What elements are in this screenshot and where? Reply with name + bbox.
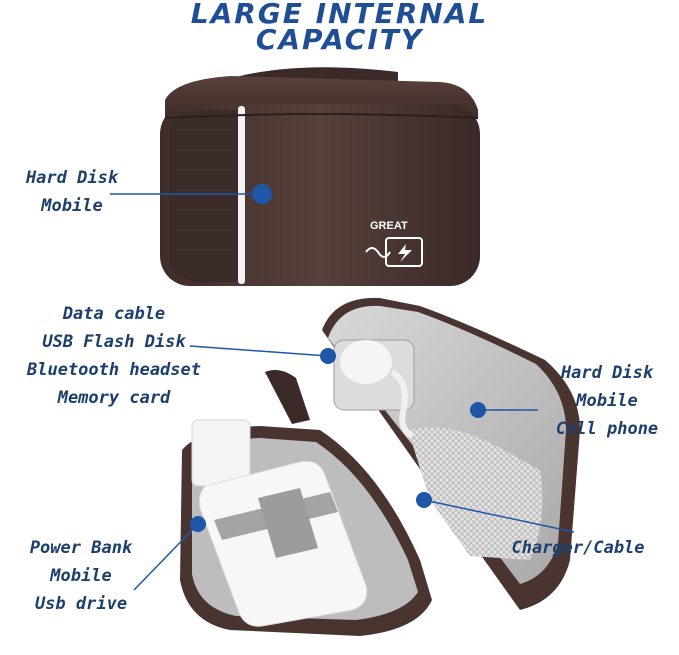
case-stripe <box>238 106 245 284</box>
callout-mid-left-line-3: Bluetooth headset <box>27 360 201 380</box>
page-title-line-2: CAPACITY <box>255 23 424 56</box>
callout-bottom-left-line-1: Power Bank <box>29 538 133 558</box>
mesh-pocket <box>408 427 543 560</box>
callout-top-left: Hard Disk Mobile <box>8 164 136 220</box>
cable-coil <box>390 369 414 439</box>
callout-top-left-line-1: Hard Disk <box>25 168 119 188</box>
callout-bottom-right: Charger/Cable <box>494 534 662 562</box>
case-side-panel <box>170 110 240 282</box>
brand-logo <box>365 237 423 267</box>
marker-bottom-left <box>190 516 206 532</box>
callout-bottom-right-line-1: Charger/Cable <box>511 538 645 558</box>
callout-right-line-3: Cell phone <box>555 419 659 439</box>
callout-top-left-line-2: Mobile <box>41 196 103 216</box>
closed-case <box>160 67 480 286</box>
callout-mid-left-line-1: Data cable <box>62 304 166 324</box>
brand-logo-text: GREAT <box>370 220 408 232</box>
callout-lines <box>110 184 575 591</box>
earbuds-case <box>340 340 392 384</box>
marker-bottom-right <box>416 492 432 508</box>
callout-mid-left: Data cable USB Flash Disk Bluetooth head… <box>6 300 222 412</box>
callout-mid-left-line-4: Memory card <box>57 388 171 408</box>
callout-right: Hard Disk Mobile Cell phone <box>542 359 672 443</box>
callout-bottom-left-line-2: Mobile <box>50 566 112 586</box>
marker-right <box>470 402 486 418</box>
marker-mid-left <box>320 348 336 364</box>
callout-right-line-1: Hard Disk <box>560 363 654 383</box>
open-case <box>180 297 580 636</box>
page-title-line-1: LARGE INTERNAL <box>190 0 489 30</box>
callout-mid-left-line-2: USB Flash Disk <box>42 332 186 352</box>
callout-bottom-left-line-3: Usb drive <box>34 594 128 614</box>
callout-bottom-left: Power Bank Mobile Usb drive <box>8 534 154 618</box>
marker-top-left <box>252 184 272 204</box>
charger <box>191 419 251 487</box>
callout-right-line-2: Mobile <box>576 391 638 411</box>
